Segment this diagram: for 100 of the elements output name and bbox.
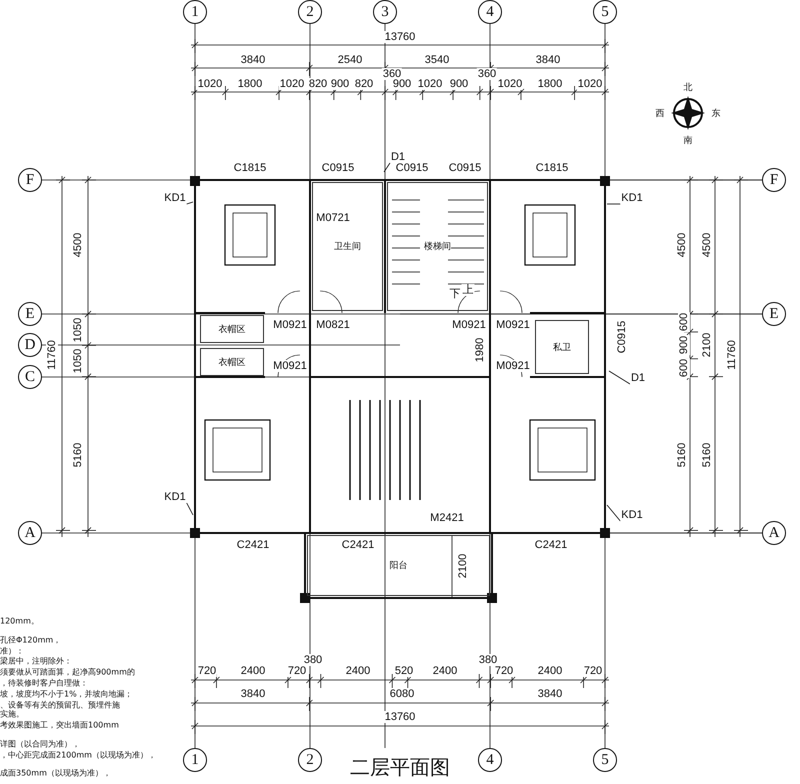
dimension-label: 3540 [424, 54, 450, 66]
axis-bubble: E [762, 302, 786, 326]
window-code: C1815 [232, 162, 268, 174]
note-text: 梁居中，注明除外： [0, 656, 72, 666]
door-code: M0921 [495, 360, 531, 372]
dimension-label: 3840 [536, 688, 564, 700]
leader-line [608, 370, 630, 384]
drawing-title: 二层平面图 [349, 757, 451, 779]
note-text: ，中心距完成面2100mm（以现场为准）， [0, 750, 156, 760]
dimension-label: 1050 [72, 316, 84, 344]
dimension-label: 2400 [536, 665, 564, 677]
axis-bubble: E [18, 302, 42, 326]
dimension-label: 5160 [676, 442, 688, 468]
note-text: 实施。 [0, 710, 24, 718]
dimension-label: 1020 [278, 78, 306, 90]
compass-direction-label: 西 [654, 107, 666, 119]
component-code: KD1 [163, 491, 187, 503]
axis-bubble: 3 [373, 0, 397, 24]
dimension-label: 1800 [236, 78, 264, 90]
door-code: M0921 [495, 319, 531, 331]
axis-bubble: C [18, 365, 42, 389]
window-code: C2421 [534, 539, 568, 551]
dimension-label: 13760 [384, 711, 416, 723]
dimension-label: 13760 [384, 31, 416, 43]
window-code: C2421 [236, 539, 270, 551]
dimension-label: 600 [678, 312, 690, 332]
dimension-label: 4500 [676, 232, 688, 258]
note-text: 考效果图施工，突出墙面100mm [0, 720, 119, 730]
leader-line [384, 162, 390, 172]
balcony-area [307, 535, 490, 596]
compass-direction-label: 南 [682, 134, 694, 146]
stair-direction-label: 下 [448, 288, 462, 300]
dimension-label: 720 [196, 665, 218, 677]
axis-bubble: D [18, 333, 42, 357]
component-code: KD1 [620, 192, 644, 204]
private-bathroom-room [535, 320, 589, 374]
component-code: KD1 [620, 509, 644, 521]
note-text: ，待装修时客户自理做： [0, 678, 88, 688]
dimension-label: 360 [382, 68, 402, 80]
window-code: C0915 [616, 320, 628, 354]
dimension-label: 380 [302, 654, 324, 666]
dimension-label: 900 [330, 78, 350, 90]
component-code: D1 [390, 151, 406, 163]
dimension-label: 1020 [416, 78, 444, 90]
closet-area [200, 348, 264, 376]
axis-bubble: F [18, 168, 42, 192]
compass-direction-label: 北 [682, 81, 694, 93]
door-code: M0821 [315, 319, 351, 331]
dimension-label: 900 [678, 334, 690, 356]
compass-direction-label: 东 [710, 107, 722, 119]
note-text: 、设备等有关的预留孔、预埋件施 [0, 700, 120, 710]
window-code: C2421 [340, 539, 376, 551]
door-code: M0921 [272, 319, 308, 331]
dimension-label: 1020 [576, 78, 604, 90]
dimension-label: 3840 [240, 688, 266, 700]
window-code: C0915 [320, 162, 356, 174]
closet-area [200, 315, 264, 343]
room-name: 衣帽区 [218, 322, 246, 336]
dimension-label: 3840 [534, 54, 562, 66]
dimension-label: 5160 [72, 442, 84, 468]
axis-bubble: 5 [593, 748, 617, 772]
note-text: 120mm。 [0, 616, 39, 626]
dimension-label: 1980 [474, 336, 486, 364]
room-name: 卫生间 [334, 240, 361, 253]
door-code: M0921 [451, 319, 487, 331]
axis-bubble: F [762, 168, 786, 192]
dimension-label: 360 [476, 68, 498, 80]
axis-bubble: 5 [593, 0, 617, 24]
window-code: C0915 [394, 162, 430, 174]
leader-line [606, 504, 621, 522]
stairwell-room [387, 182, 488, 311]
door-code: M0921 [272, 360, 308, 372]
dimension-label: 1020 [496, 78, 524, 90]
dimension-label: 820 [308, 78, 328, 90]
dimension-label: 600 [678, 358, 690, 378]
axis-bubble: A [18, 521, 42, 545]
axis-bubble: 1 [183, 748, 207, 772]
axis-bubble: 2 [298, 748, 322, 772]
dimension-label: 6080 [388, 688, 416, 700]
axis-bubble: 4 [478, 748, 502, 772]
axis-bubble: 2 [298, 0, 322, 24]
dimension-label: 4500 [701, 232, 713, 258]
dimension-label: 900 [392, 78, 412, 90]
leader-line [186, 202, 194, 204]
stair-direction-label: 上 [462, 284, 474, 296]
leader-line [186, 502, 194, 516]
dimension-label: 2400 [432, 665, 458, 677]
dimension-label: 4500 [72, 232, 84, 258]
dimension-label: 720 [494, 665, 514, 677]
room-name: 衣帽区 [218, 356, 246, 368]
dimension-label: 2100 [701, 332, 713, 358]
note-text: 孔径Φ120mm， [0, 636, 62, 644]
note-text: 坡，坡度均不小于1%，并坡向地漏； [0, 690, 133, 698]
window-code: C1815 [534, 162, 570, 174]
note-text: 准）： [0, 646, 24, 656]
component-code: D1 [630, 372, 646, 384]
note-text: 详图（以合同为准）， [0, 740, 80, 748]
dimension-label: 11760 [726, 339, 738, 371]
dimension-label: 900 [448, 78, 470, 90]
dimension-label: 3840 [240, 54, 266, 66]
